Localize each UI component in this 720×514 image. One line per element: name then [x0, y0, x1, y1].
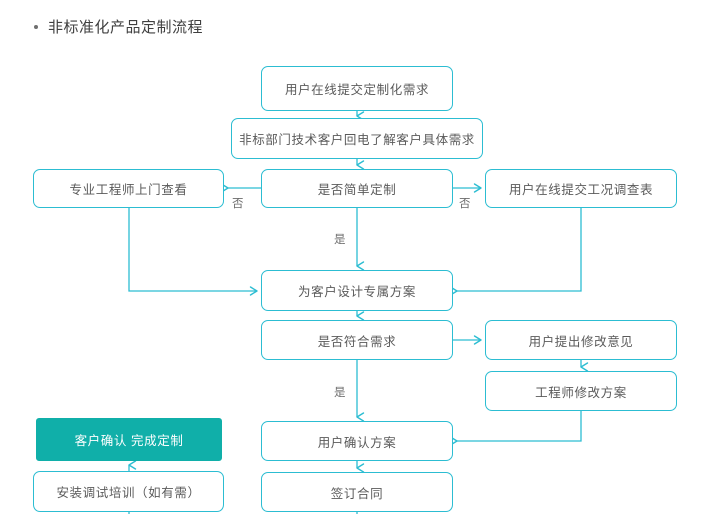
flow-node-label: 工程师修改方案 [535, 385, 627, 400]
edge-label-no-left: 否 [232, 195, 244, 211]
edge-label-text: 是 [334, 387, 346, 399]
flow-node-is-simple-customization[interactable]: 是否简单定制 [261, 169, 453, 208]
flow-node-label: 用户在线提交定制化需求 [284, 83, 430, 97]
flow-node-meets-requirements[interactable]: 是否符合需求 [261, 320, 453, 360]
page-title-text: 非标准化产品定制流程 [48, 19, 204, 36]
flow-node-design-exclusive-plan[interactable]: 为客户设计专属方案 [261, 270, 453, 311]
flow-node-customer-confirm-complete[interactable]: 客户确认 完成定制 [36, 418, 222, 461]
edge-label-text: 否 [459, 198, 471, 210]
flow-node-engineer-onsite-visit[interactable]: 专业工程师上门查看 [33, 169, 224, 208]
flow-node-label: 为客户设计专属方案 [298, 285, 416, 299]
bullet-icon [34, 24, 38, 29]
flow-node-user-confirm-plan[interactable]: 用户确认方案 [261, 421, 453, 461]
flow-node-install-debug-training[interactable]: 安装调试培训（如有需） [33, 471, 224, 512]
flow-node-label: 是否简单定制 [317, 183, 397, 197]
flow-node-user-revision-feedback[interactable]: 用户提出修改意见 [485, 320, 677, 360]
edge-label-text: 是 [334, 234, 346, 246]
flow-node-callback-understand-needs[interactable]: 非标部门技术客户回电了解客户具体需求 [231, 118, 483, 159]
edge-label-text: 否 [232, 198, 244, 210]
page-title: 非标准化产品定制流程 [34, 16, 203, 37]
edge-label-yes-top: 是 [334, 231, 346, 247]
flow-node-label: 客户确认 完成定制 [74, 434, 184, 448]
flow-node-label: 签订合同 [330, 486, 384, 501]
flow-node-label: 用户提出修改意见 [528, 334, 634, 349]
flow-node-label: 专业工程师上门查看 [69, 183, 188, 197]
flow-node-sign-contract[interactable]: 签订合同 [261, 472, 453, 512]
flow-node-label: 用户在线提交工况调查表 [508, 183, 654, 197]
flow-node-submit-condition-survey[interactable]: 用户在线提交工况调查表 [485, 169, 677, 208]
flow-node-label: 是否符合需求 [317, 334, 397, 349]
edge-label-no-right: 否 [459, 195, 471, 211]
flow-node-engineer-revise-plan[interactable]: 工程师修改方案 [485, 371, 677, 411]
flow-node-label: 安装调试培训（如有需） [56, 486, 201, 500]
flow-node-submit-request[interactable]: 用户在线提交定制化需求 [261, 66, 453, 111]
flow-node-label: 非标部门技术客户回电了解客户具体需求 [239, 133, 475, 147]
flow-node-label: 用户确认方案 [317, 435, 397, 450]
edge-label-yes-middle: 是 [334, 384, 346, 400]
